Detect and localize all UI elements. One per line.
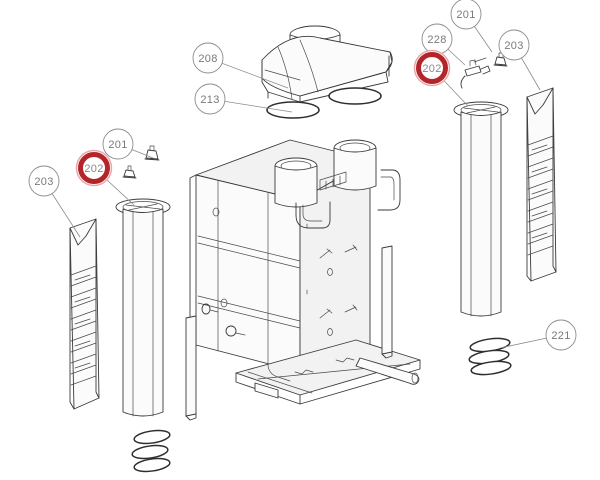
callout-bubble[interactable] — [194, 83, 226, 115]
callout-221[interactable]: 221 — [499, 319, 577, 351]
part-hood-gasket — [266, 87, 382, 119]
part-gasket-ring-stack-right — [468, 337, 512, 376]
part-gasket-ring-stack-left — [131, 429, 171, 473]
callout-213[interactable]: 213 — [194, 83, 293, 115]
part-flue-pipe-left — [115, 198, 171, 417]
callout-203-left[interactable]: 203 — [28, 165, 81, 238]
callout-bubble[interactable] — [498, 29, 530, 61]
callout-bubble[interactable] — [416, 52, 448, 84]
part-boiler-body — [185, 139, 421, 421]
callout-bubble[interactable] — [28, 165, 60, 197]
part-flue-pipe-right — [453, 101, 509, 317]
callout-202-left[interactable]: 202 — [75, 149, 135, 206]
callout-label: 228 — [427, 34, 446, 46]
callout-bubble[interactable] — [450, 0, 482, 30]
callout-228[interactable]: 228 — [421, 23, 466, 66]
part-valve-fitting — [460, 57, 491, 89]
callout-202-right[interactable]: 202 — [413, 49, 469, 107]
part-hood-cover — [261, 25, 393, 103]
callout-201-right[interactable]: 201 — [450, 0, 493, 53]
part-louvered-panel-left — [69, 218, 100, 410]
callout-201-left[interactable]: 201 — [102, 128, 154, 160]
callout-label: 221 — [551, 330, 570, 342]
callout-label: 201 — [456, 9, 475, 21]
callout-layer: 208 213 201 202 203 201 228 202 203 221 — [28, 0, 577, 351]
callout-label: 208 — [198, 53, 217, 65]
callout-label: 213 — [200, 94, 219, 106]
callout-bubble[interactable] — [545, 319, 577, 351]
callout-bubble[interactable] — [192, 42, 224, 74]
callout-label: 202 — [422, 63, 441, 75]
callout-label: 203 — [34, 176, 53, 188]
callout-208[interactable]: 208 — [192, 42, 289, 89]
callout-label: 201 — [108, 139, 127, 151]
callout-203-right[interactable]: 203 — [498, 29, 541, 91]
part-louvered-panel-right — [526, 87, 557, 282]
callout-label: 203 — [504, 40, 523, 52]
callout-bubble[interactable] — [78, 152, 110, 184]
callout-label: 202 — [84, 163, 103, 175]
callout-bubble[interactable] — [102, 128, 134, 160]
